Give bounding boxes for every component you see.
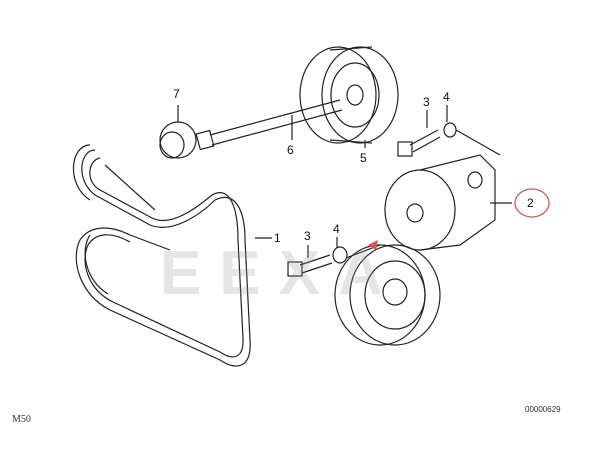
callout-1: 1 — [274, 231, 281, 245]
tensioner — [384, 154, 496, 251]
callout-2: 2 — [527, 196, 534, 210]
washer-upper — [443, 122, 457, 138]
watermark: EEXA — [160, 239, 401, 308]
callout-3-lower: 3 — [304, 229, 311, 243]
callout-4-upper: 4 — [443, 90, 450, 104]
callout-4-lower: 4 — [333, 222, 340, 236]
highlight-marker — [368, 240, 378, 250]
callout-3-upper: 3 — [423, 95, 430, 109]
model-label: M50 — [12, 414, 31, 425]
callout-6: 6 — [287, 143, 294, 157]
highlight-circle — [514, 188, 550, 218]
cap — [159, 121, 197, 159]
callout-5: 5 — [360, 151, 367, 165]
bolt-upper — [397, 129, 441, 157]
callout-7: 7 — [173, 87, 180, 101]
bolt-lower — [287, 254, 333, 277]
long-bolt — [195, 99, 343, 151]
washer-lower — [332, 246, 348, 264]
diagram-number: 00000629 — [525, 405, 561, 414]
idler-pulley-upper — [299, 46, 399, 144]
drive-belt — [72, 144, 251, 367]
